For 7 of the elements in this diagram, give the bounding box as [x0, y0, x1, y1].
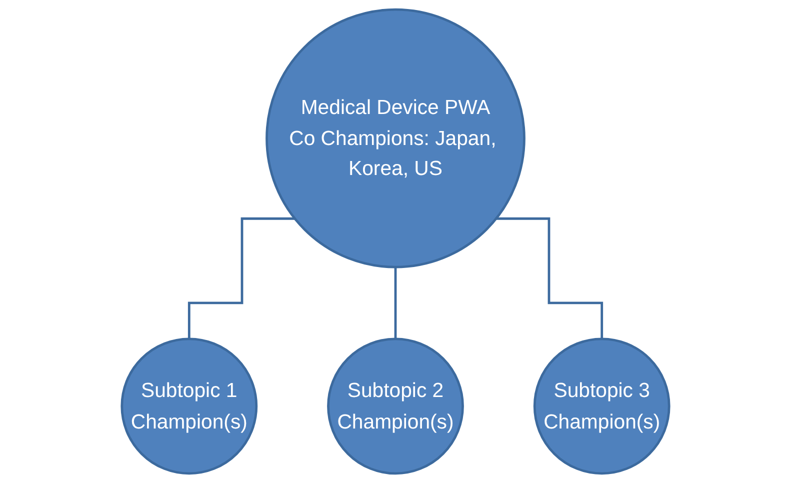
- connector: [496, 217, 604, 340]
- connector: [188, 217, 295, 340]
- node-circle: Subtopic 3 Champion(s): [533, 338, 670, 475]
- node-circle: Subtopic 1 Champion(s): [120, 338, 258, 475]
- node-circle: Subtopic 2 Champion(s): [327, 338, 464, 475]
- node-circle: Medical Device PWA Co Champions: Japan, Korea, US: [266, 8, 526, 268]
- connector: [394, 266, 397, 340]
